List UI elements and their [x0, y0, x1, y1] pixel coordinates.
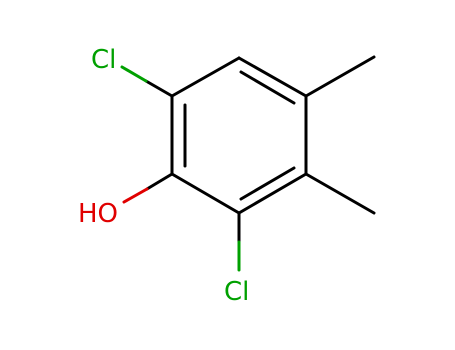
bond-c4-c5	[237, 172, 308, 215]
hydroxyl-bond	[122, 172, 174, 204]
cl-bottom-label: Cl	[224, 277, 249, 307]
ring-bonds	[170, 55, 376, 215]
double-bond-inner-top	[239, 70, 296, 105]
hydroxyl-label: HO	[78, 199, 118, 229]
cl-top-bond-chlorine-half	[120, 65, 148, 83]
cl-top-label: Cl	[91, 45, 116, 75]
bond-c5-c6	[170, 172, 241, 215]
cl-top-bond-carbon-half	[144, 79, 174, 98]
hydroxyl-bond-oxygen-half	[122, 187, 149, 204]
hydroxyl-bond-carbon-half	[145, 172, 174, 191]
bond-c1-c2	[170, 56, 241, 98]
methyl-bond-top	[304, 55, 376, 98]
bond-c2-c3	[237, 56, 308, 98]
cl-top-bond	[120, 65, 174, 98]
double-bond-inner-bottom	[239, 166, 296, 201]
methyl-bond-bottom	[304, 172, 376, 215]
